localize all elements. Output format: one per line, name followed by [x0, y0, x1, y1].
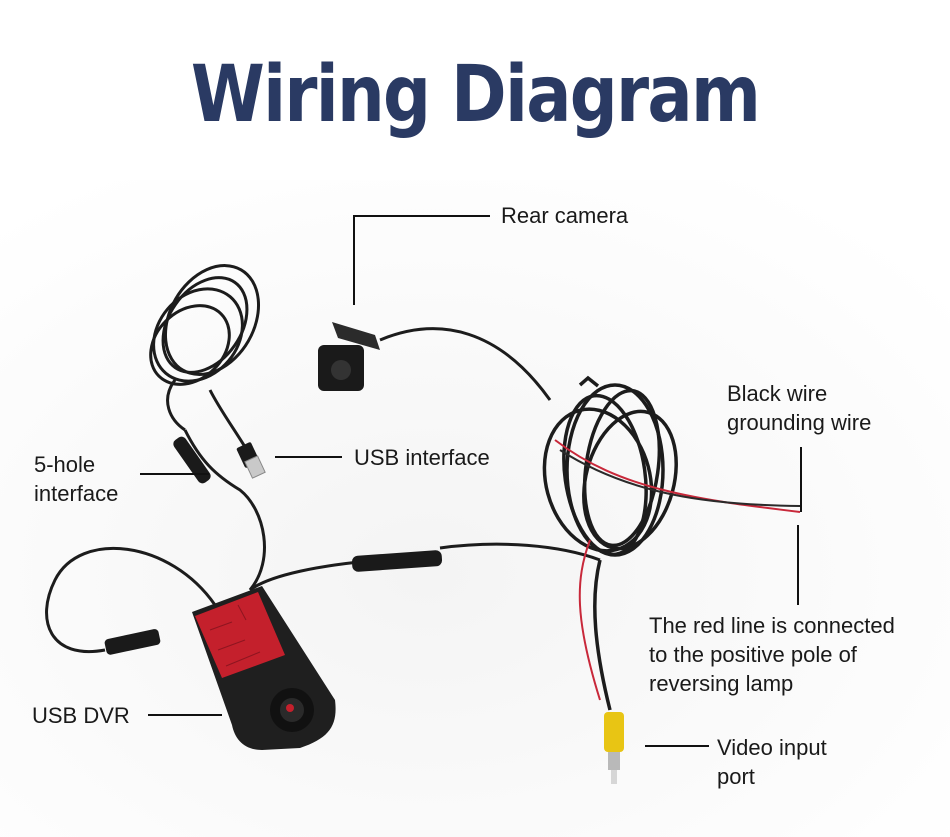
inline-connector	[351, 550, 443, 572]
usb-connector	[104, 629, 161, 655]
usb-plug	[236, 442, 266, 479]
video-input-connector	[604, 712, 624, 784]
leader-rear-camera	[353, 215, 490, 305]
leader-lines	[140, 215, 802, 747]
power-wires	[554, 439, 801, 701]
usb-dvr-device	[192, 586, 336, 750]
label-black-wire: Black wire grounding wire	[727, 381, 872, 435]
label-red-line: The red line is connected to the positiv…	[649, 613, 895, 696]
label-usb-dvr: USB DVR	[32, 703, 130, 728]
page-title: Wiring Diagram	[190, 50, 761, 140]
extension-cable-coil	[542, 375, 678, 711]
five-hole-cable	[183, 429, 266, 591]
rear-camera	[318, 322, 552, 401]
label-five-hole-interface: 5-hole interface	[34, 452, 119, 506]
label-rear-camera: Rear camera	[501, 203, 629, 228]
label-video-input-port: Video input port	[717, 735, 827, 789]
five-hole-connector	[173, 436, 211, 484]
label-usb-interface: USB interface	[354, 445, 490, 470]
